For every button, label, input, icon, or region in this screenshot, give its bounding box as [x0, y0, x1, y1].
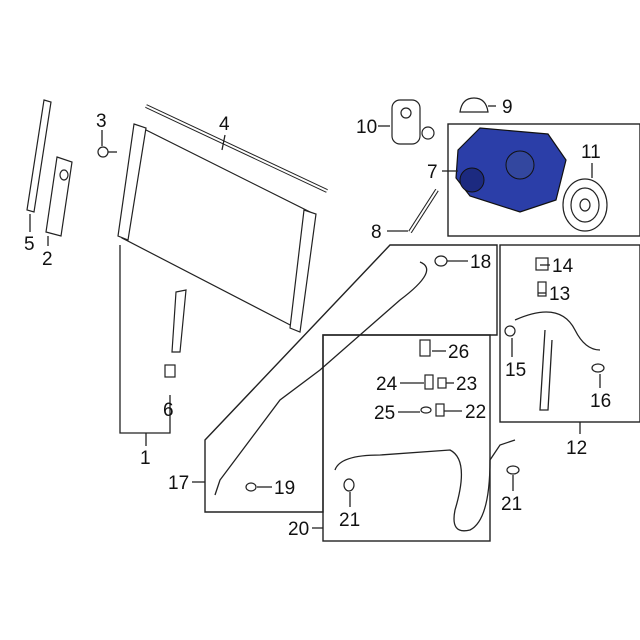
- leader-lines: [29, 105, 601, 529]
- callout-18: 18: [470, 252, 491, 273]
- callout-6: 6: [163, 400, 174, 421]
- callout-14: 14: [552, 256, 574, 277]
- callout-22: 22: [465, 402, 486, 423]
- clutch-pulley[interactable]: [562, 178, 608, 232]
- callout-19: 19: [274, 478, 295, 499]
- line-group-12-box: [499, 244, 640, 423]
- compressor[interactable]: [455, 127, 567, 213]
- callout-9: 9: [502, 97, 513, 118]
- bracket-5[interactable]: [26, 99, 52, 213]
- hose-assembly-12[interactable]: [504, 257, 605, 411]
- callout-3: 3: [96, 111, 107, 132]
- callout-11: 11: [581, 142, 601, 163]
- callout-20: 20: [288, 519, 309, 540]
- callout-5: 5: [24, 234, 35, 255]
- callout-15: 15: [505, 360, 526, 381]
- drier-6[interactable]: [164, 289, 187, 378]
- seal-kit-10[interactable]: [391, 99, 435, 145]
- callout-25: 25: [374, 403, 395, 424]
- callout-12: 12: [566, 438, 587, 459]
- callout-24: 24: [376, 374, 398, 395]
- compressor-group-box: [447, 123, 640, 237]
- callout-1: 1: [140, 448, 151, 469]
- callout-2: 2: [42, 249, 53, 270]
- callout-23: 23: [456, 374, 477, 395]
- callout-16: 16: [590, 391, 611, 412]
- callout-10: 10: [356, 117, 377, 138]
- callout-21-left: 21: [339, 510, 360, 531]
- line-group-20-box: [322, 334, 491, 542]
- callout-21-right: 21: [501, 494, 522, 515]
- callout-17: 17: [168, 473, 189, 494]
- callout-8: 8: [371, 222, 382, 243]
- callout-26: 26: [448, 342, 469, 363]
- bolt-8[interactable]: [408, 188, 439, 234]
- insulator-2[interactable]: [45, 156, 73, 237]
- cap-9[interactable]: [459, 97, 489, 113]
- hose-20[interactable]: [334, 339, 520, 532]
- callout-7: 7: [427, 162, 438, 183]
- bolt-3[interactable]: [97, 146, 117, 158]
- condenser[interactable]: [117, 123, 317, 333]
- seal-strip[interactable]: [145, 104, 328, 193]
- callout-4: 4: [219, 114, 230, 135]
- callout-13: 13: [549, 284, 570, 305]
